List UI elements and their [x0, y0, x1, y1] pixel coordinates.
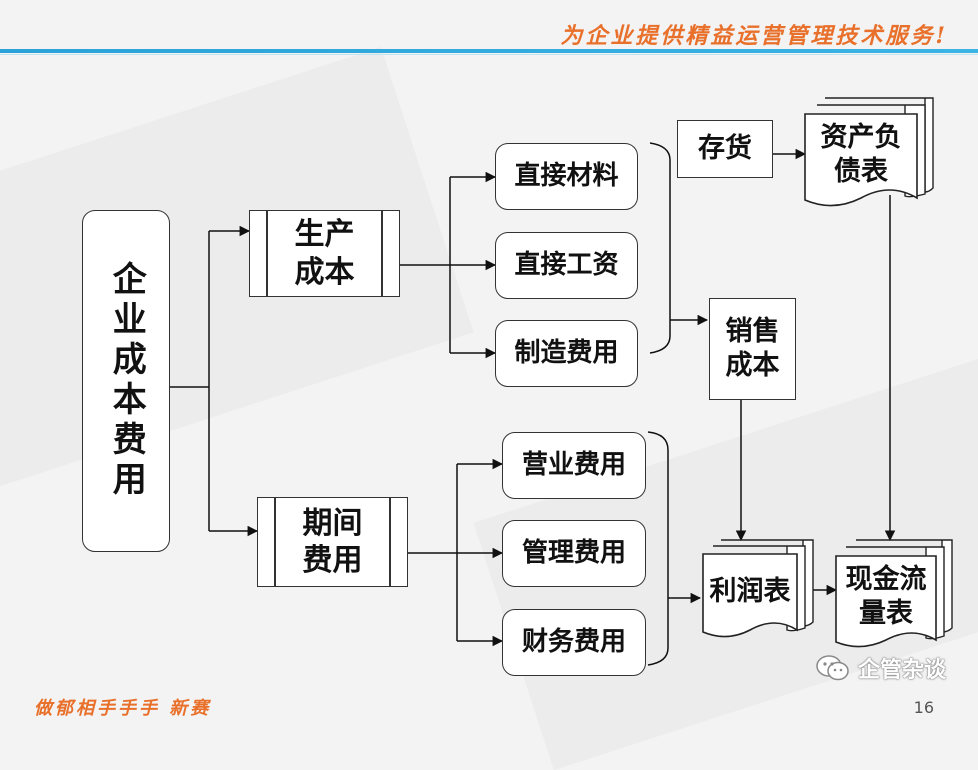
period-expense-box: 期间 费用	[257, 497, 408, 587]
balance-sheet-document: 资产负 债表	[804, 97, 935, 210]
wechat-icon	[816, 655, 849, 681]
cash-flow-statement-document: 现金流 量表	[835, 539, 954, 652]
root-enterprise-cost: 企业成本费用	[82, 210, 170, 552]
inventory-box: 存货	[677, 120, 773, 178]
header-divider-thin	[0, 54, 978, 55]
income-statement-label: 利润表	[709, 576, 791, 608]
cash-flow-statement-label: 现金流 量表	[845, 564, 927, 629]
manufacturing-overhead-box: 制造费用	[495, 320, 638, 387]
direct-material-box: 直接材料	[495, 143, 638, 210]
production-cost-box: 生产 成本	[249, 210, 400, 297]
selling-expense-box: 营业费用	[502, 432, 646, 499]
header-divider	[0, 49, 978, 53]
header-slogan: 为企业提供精益运营管理技术服务!	[560, 23, 948, 49]
admin-expense-box: 管理费用	[502, 520, 646, 587]
balance-sheet-label: 资产负 债表	[820, 122, 902, 187]
watermark-account-name: 企管杂谈	[857, 658, 946, 683]
cost-of-sales-box: 销售 成本	[709, 298, 796, 400]
direct-labor-box: 直接工资	[495, 232, 638, 299]
page-number: 16	[913, 698, 934, 717]
income-statement-document: 利润表	[702, 539, 815, 640]
footer-text: 做郁相手手手 新赛	[34, 698, 212, 719]
finance-expense-box: 财务费用	[502, 609, 646, 676]
wechat-watermark: 企管杂谈	[816, 652, 946, 684]
